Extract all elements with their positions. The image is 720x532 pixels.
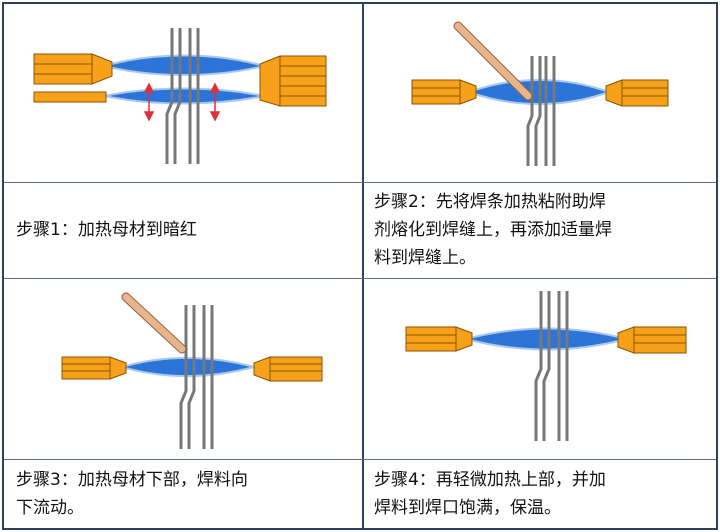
caption-line: 料到焊缝上。 (374, 248, 476, 268)
torch-flame (462, 327, 630, 351)
step-3-caption: 步骤3：加热母材下部，焊料向 下流动。 (16, 466, 248, 522)
column-divider (362, 4, 364, 528)
step-2-illustration (364, 4, 716, 182)
pipe-joint (165, 28, 200, 164)
right-torch-nozzle (605, 79, 669, 107)
left-torch-nozzle (405, 326, 473, 352)
caption-line: 焊料到焊口饱满，保温。 (374, 498, 561, 518)
left-torch-nozzle (33, 53, 113, 103)
step-1-illustration (4, 4, 362, 182)
pipe-joint (179, 305, 214, 449)
right-torch-nozzle (259, 55, 327, 107)
torch-flame (118, 357, 258, 377)
caption-line: 下流动。 (16, 498, 84, 518)
right-torch-nozzle (253, 356, 323, 382)
step-4-illustration (364, 279, 716, 459)
caption-line: 剂熔化到焊缝上，再添加适量焊 (374, 220, 612, 240)
filler-rod (453, 21, 533, 101)
caption-line: 步骤3：加热母材下部，焊料向 (16, 470, 248, 490)
pipe-joint (526, 56, 556, 166)
heat-arrows (143, 82, 221, 122)
right-torch-nozzle (617, 326, 687, 354)
caption-line: 步骤1：加热母材到暗红 (16, 220, 197, 240)
step-4-caption: 步骤4：再轻微加热上部，并加 焊料到焊口饱满，保温。 (374, 466, 606, 522)
caption-line: 步骤2：先将焊条加热粘附助焊 (374, 192, 606, 212)
left-torch-nozzle (411, 79, 477, 105)
caption-line: 步骤4：再轻微加热上部，并加 (374, 470, 606, 490)
filler-rod (121, 292, 187, 354)
row-divider-3 (4, 459, 716, 460)
left-torch-nozzle (61, 356, 127, 380)
row-divider-2 (4, 278, 716, 279)
torch-flame (100, 54, 268, 105)
pipe-joint (534, 291, 569, 441)
step-3-illustration (4, 279, 362, 459)
step-1-caption: 步骤1：加热母材到暗红 (16, 216, 197, 244)
step-2-caption: 步骤2：先将焊条加热粘附助焊 剂熔化到焊缝上，再添加适量焊 料到焊缝上。 (374, 188, 612, 272)
row-divider-1 (4, 182, 716, 183)
